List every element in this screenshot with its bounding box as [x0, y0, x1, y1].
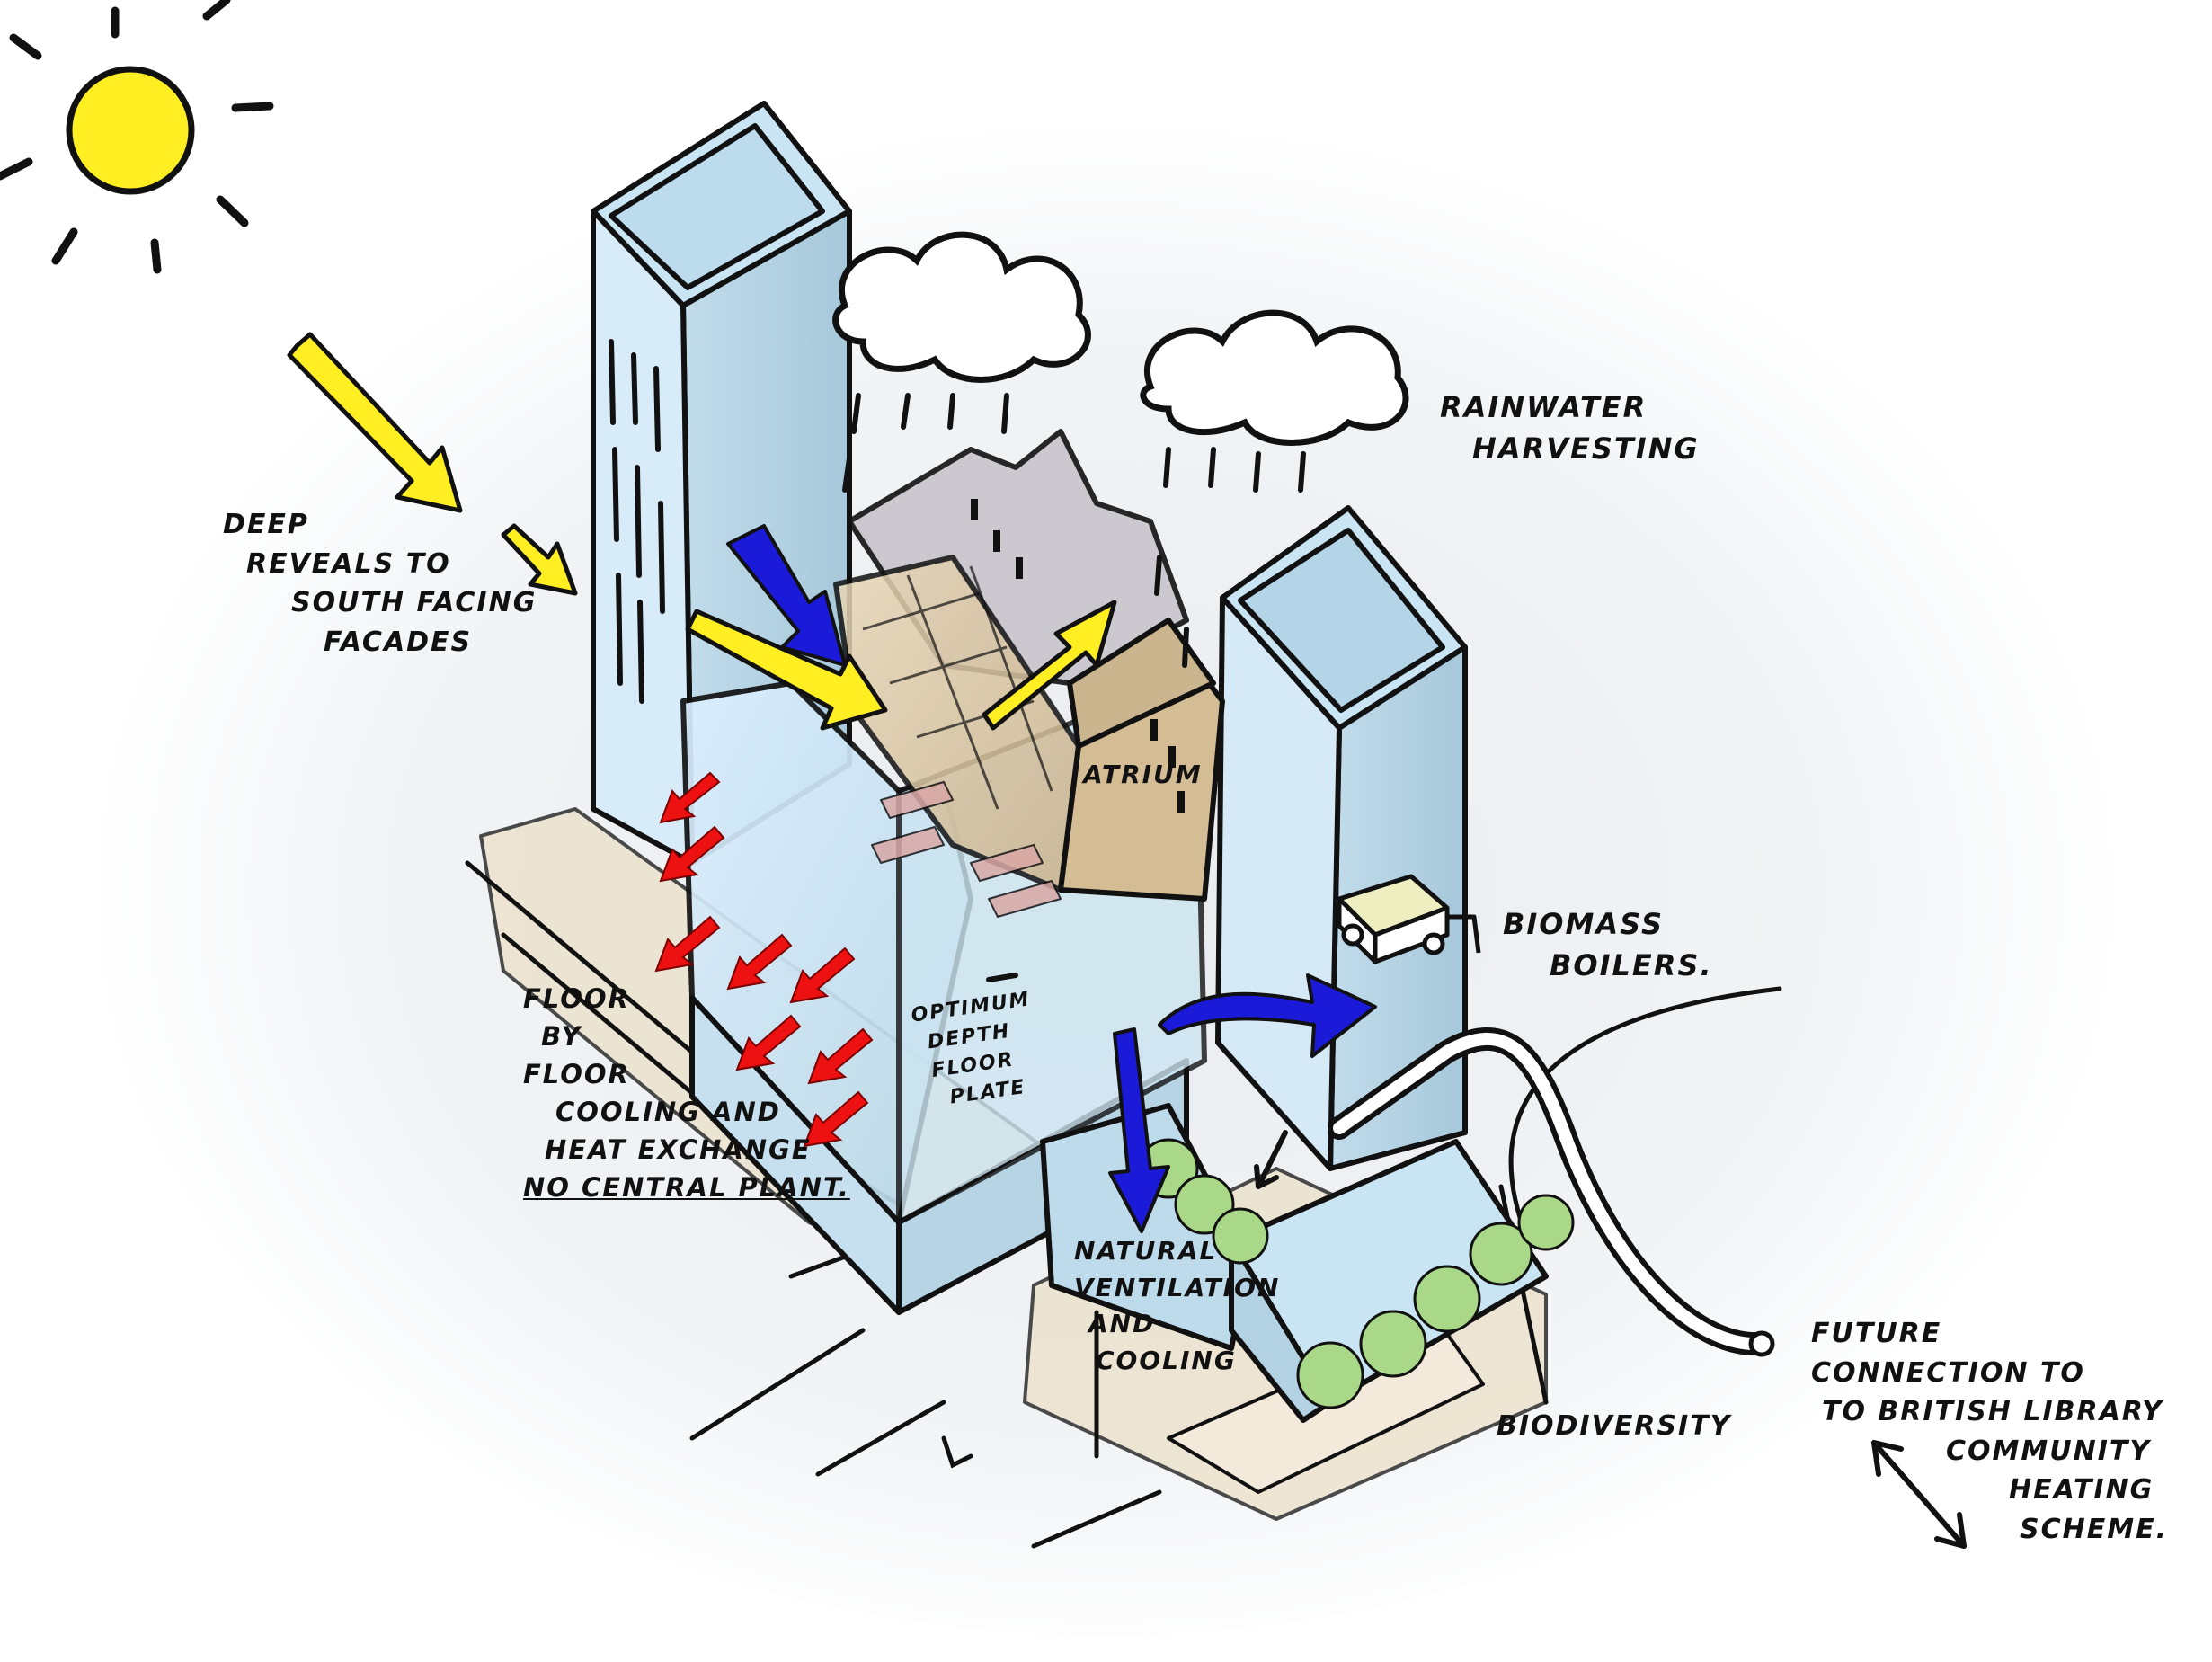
future-line-1: FUTURE	[1811, 1318, 1942, 1349]
pointer-arrows	[986, 973, 1967, 1549]
future-line-2: CONNECTION TO	[1811, 1356, 2085, 1389]
deep-reveals-line-1: DEEP	[223, 509, 309, 540]
sun-icon	[0, 0, 274, 274]
deep-reveals-line-2: REVEALS TO	[246, 547, 451, 580]
biodiversity-text: BIODIVERSITY	[1497, 1410, 1732, 1442]
biomass-line-1: BIOMASS	[1503, 907, 1665, 941]
future-line-3: TO BRITISH LIBRARY	[1822, 1396, 2163, 1427]
floor-cooling-line-2: BY	[541, 1021, 582, 1053]
rain-left	[842, 393, 1009, 493]
deep-reveals-line-3: SOUTH FACING	[291, 587, 537, 618]
label-future-connection: FUTURE CONNECTION TO TO BRITISH LIBRARY …	[1811, 1314, 2168, 1549]
heating-pipe	[1328, 1027, 1775, 1357]
floor-cooling-line-1: FLOOR	[523, 983, 630, 1014]
rainwater-line-2: HARVESTING	[1472, 431, 1700, 467]
label-floor-plate: OPTIMUM DEPTH FLOOR PLATE	[910, 985, 1044, 1115]
rainwater-line-1: RAINWATER	[1440, 390, 1648, 424]
label-floor-cooling: FLOOR BY FLOOR COOLING AND HEAT EXCHANGE…	[523, 980, 850, 1206]
natural-vent-line-3: AND	[1088, 1309, 1156, 1339]
biomass-line-2: BOILERS.	[1550, 948, 1713, 983]
deep-reveals-line-4: FACADES	[324, 626, 473, 658]
natural-vent-line-4: COOLING	[1096, 1345, 1237, 1375]
label-atrium: ATRIUM	[1083, 757, 1203, 794]
biomass-cart-icon	[1337, 874, 1481, 964]
label-rainwater: RAINWATER HARVESTING	[1440, 387, 1700, 470]
label-biodiversity: BIODIVERSITY	[1497, 1407, 1731, 1446]
label-deep-reveals: DEEP REVEALS TO SOUTH FACING FACADES	[223, 505, 537, 662]
cloud-icon-right	[1140, 309, 1409, 446]
cloud-icon-left	[832, 231, 1091, 383]
floor-cooling-line-3: FLOOR	[523, 1059, 630, 1090]
natural-vent-line-1: NATURAL	[1074, 1236, 1218, 1266]
future-line-5: HEATING	[2009, 1474, 2154, 1506]
label-natural-ventilation: NATURAL VENTILATION AND COOLING	[1074, 1233, 1280, 1379]
trees	[1138, 1138, 1575, 1409]
floor-cooling-line-4: COOLING AND	[555, 1097, 781, 1128]
label-biomass: BIOMASS BOILERS.	[1503, 903, 1713, 987]
rain-right	[1154, 447, 1306, 668]
floor-cooling-line-5: HEAT EXCHANGE	[545, 1134, 812, 1166]
atrium-text: ATRIUM	[1083, 760, 1203, 789]
air-arrows	[726, 524, 1377, 1233]
solar-arrows	[287, 332, 1117, 731]
natural-vent-line-2: VENTILATION	[1074, 1272, 1281, 1302]
heat-arrows	[654, 771, 874, 1148]
floor-cooling-line-6: NO CENTRAL PLANT.	[523, 1172, 850, 1204]
future-line-4: COMMUNITY	[1946, 1435, 2152, 1467]
future-line-6: SCHEME.	[2020, 1513, 2168, 1545]
